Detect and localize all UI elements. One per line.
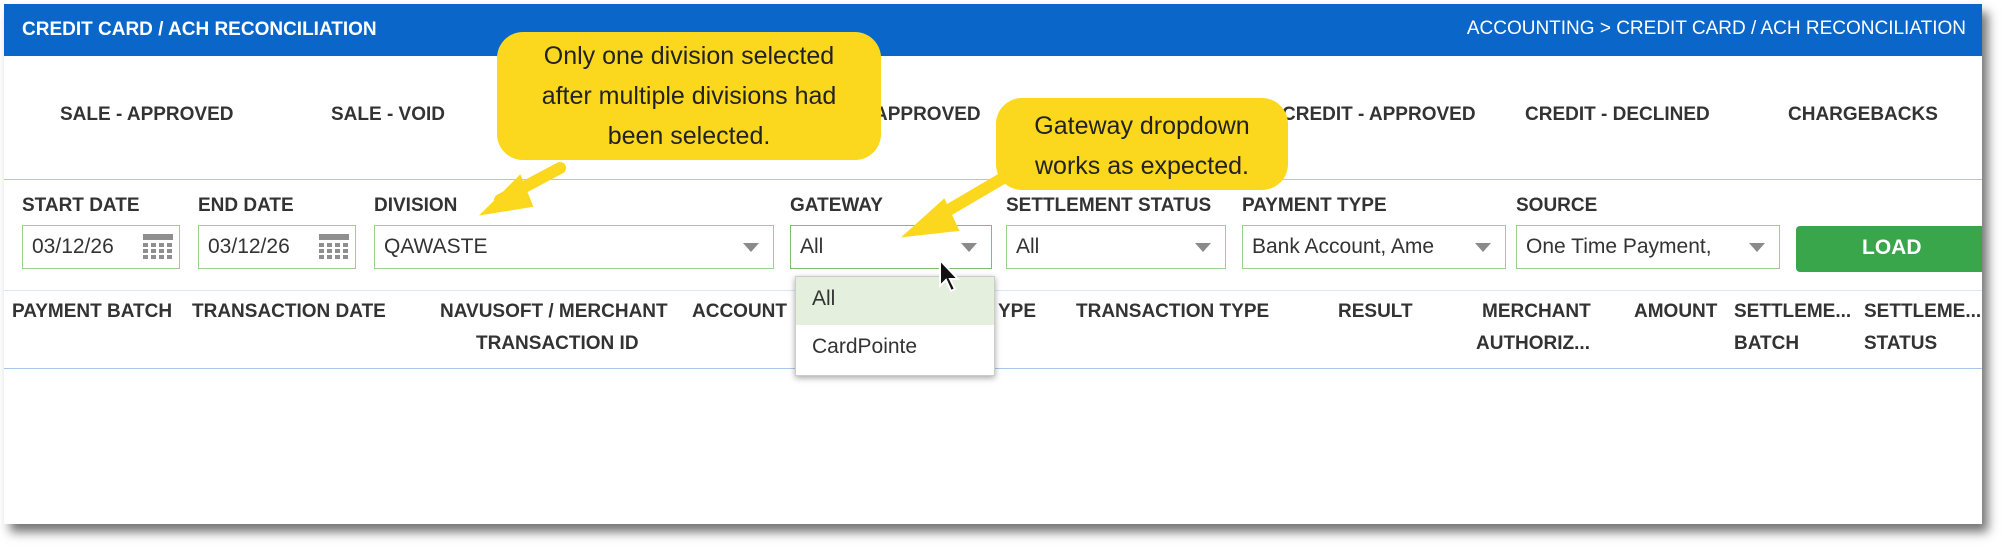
col-settlement-status-2[interactable]: STATUS bbox=[1864, 333, 1938, 354]
chevron-down-icon bbox=[1749, 243, 1765, 252]
gateway-callout-line-2: works as expected. bbox=[1035, 152, 1249, 180]
tab-sale-void[interactable]: SALE - VOID bbox=[331, 104, 446, 125]
breadcrumb[interactable]: ACCOUNTING > CREDIT CARD / ACH RECONCILI… bbox=[1466, 18, 1966, 39]
page-title: CREDIT CARD / ACH RECONCILIATION bbox=[22, 19, 377, 40]
col-account[interactable]: ACCOUNT bbox=[692, 301, 787, 322]
end-date-label: END DATE bbox=[198, 195, 294, 216]
source-value: One Time Payment, bbox=[1526, 235, 1712, 258]
chevron-down-icon bbox=[1195, 243, 1211, 252]
settlement-status-label: SETTLEMENT STATUS bbox=[1006, 195, 1212, 216]
chevron-down-icon bbox=[961, 243, 977, 252]
end-date-value: 03/12/26 bbox=[208, 235, 290, 258]
tab-chargebacks[interactable]: CHARGEBACKS bbox=[1788, 104, 1938, 125]
payment-type-select[interactable]: Bank Account, Ame bbox=[1242, 225, 1506, 269]
division-value: QAWASTE bbox=[384, 235, 488, 258]
division-callout-line-1: Only one division selected bbox=[543, 42, 835, 70]
col-merchant-auth-1[interactable]: MERCHANT bbox=[1482, 301, 1591, 322]
start-date-label: START DATE bbox=[22, 195, 140, 216]
source-label: SOURCE bbox=[1516, 195, 1598, 216]
col-navusoft-id-1[interactable]: NAVUSOFT / MERCHANT bbox=[440, 301, 668, 322]
col-merchant-auth-2[interactable]: AUTHORIZ... bbox=[1476, 333, 1590, 354]
payment-type-label: PAYMENT TYPE bbox=[1242, 195, 1387, 216]
header-bar: CREDIT CARD / ACH RECONCILIATION ACCOUNT… bbox=[4, 4, 1982, 56]
col-result[interactable]: RESULT bbox=[1338, 301, 1413, 322]
start-date-field[interactable]: 03/12/26 bbox=[22, 225, 180, 269]
settlement-status-value: All bbox=[1016, 235, 1040, 258]
col-type[interactable]: YPE bbox=[998, 301, 1037, 322]
division-select[interactable]: QAWASTE bbox=[374, 225, 774, 269]
tab-credit-approved[interactable]: CREDIT - APPROVED bbox=[1282, 104, 1476, 125]
tab-bar: SALE - APPROVED SALE - VOID APPROVED CRE… bbox=[4, 56, 1982, 180]
col-settlement-batch-2[interactable]: BATCH bbox=[1734, 333, 1800, 354]
app-window: CREDIT CARD / ACH RECONCILIATION ACCOUNT… bbox=[4, 4, 1982, 524]
settlement-status-select[interactable]: All bbox=[1006, 225, 1226, 269]
start-date-value: 03/12/26 bbox=[32, 235, 114, 258]
col-transaction-date[interactable]: TRANSACTION DATE bbox=[192, 301, 386, 322]
gateway-callout-line-1: Gateway dropdown bbox=[1034, 112, 1250, 140]
load-button[interactable]: LOAD bbox=[1796, 226, 1982, 272]
chevron-down-icon bbox=[1475, 243, 1491, 252]
source-select[interactable]: One Time Payment, bbox=[1516, 225, 1780, 269]
end-date-field[interactable]: 03/12/26 bbox=[198, 225, 356, 269]
calendar-icon[interactable] bbox=[143, 234, 173, 260]
col-payment-batch[interactable]: PAYMENT BATCH bbox=[12, 301, 173, 322]
chevron-down-icon bbox=[743, 243, 759, 252]
tab-approved[interactable]: APPROVED bbox=[874, 104, 981, 125]
col-settlement-batch-1[interactable]: SETTLEME... bbox=[1734, 301, 1852, 322]
col-amount[interactable]: AMOUNT bbox=[1634, 301, 1718, 322]
gateway-value: All bbox=[800, 235, 824, 258]
division-callout-line-3: been selected. bbox=[607, 122, 771, 150]
division-label: DIVISION bbox=[374, 195, 458, 216]
col-transaction-type[interactable]: TRANSACTION TYPE bbox=[1076, 301, 1270, 322]
tab-credit-declined[interactable]: CREDIT - DECLINED bbox=[1525, 104, 1710, 125]
table-header: PAYMENT BATCH TRANSACTION DATE NAVUSOFT … bbox=[4, 290, 1982, 369]
col-settlement-status-1[interactable]: SETTLEME... bbox=[1864, 301, 1982, 322]
tab-sale-approved[interactable]: SALE - APPROVED bbox=[60, 104, 234, 125]
gateway-option-cardpointe[interactable]: CardPointe bbox=[812, 335, 918, 358]
division-callout-line-2: after multiple divisions had bbox=[541, 82, 837, 110]
col-navusoft-id-2[interactable]: TRANSACTION ID bbox=[476, 333, 639, 354]
mouse-pointer-icon bbox=[939, 258, 961, 293]
gateway-callout: Gateway dropdown works as expected. bbox=[996, 98, 1288, 190]
gateway-label: GATEWAY bbox=[790, 195, 883, 216]
calendar-icon[interactable] bbox=[319, 234, 349, 260]
payment-type-value: Bank Account, Ame bbox=[1252, 235, 1435, 258]
gateway-dropdown-menu: All CardPointe bbox=[795, 276, 995, 376]
division-callout: Only one division selected after multipl… bbox=[497, 32, 881, 160]
gateway-option-all[interactable]: All bbox=[796, 277, 994, 325]
